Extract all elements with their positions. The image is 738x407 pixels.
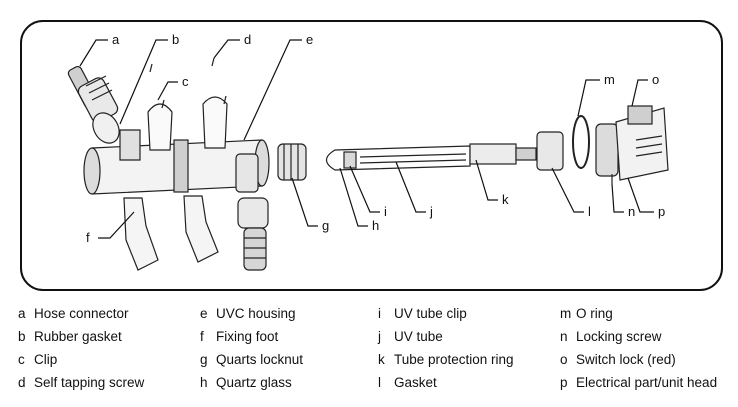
callout-k: k bbox=[502, 192, 509, 207]
clips bbox=[147, 96, 228, 151]
legend-text: UV tube clip bbox=[394, 306, 467, 321]
legend-column-1: a Hose connector b Rubber gasket c Clip d Se… bbox=[18, 302, 144, 394]
callout-a: a bbox=[112, 32, 120, 47]
legend-text: Fixing foot bbox=[216, 329, 279, 344]
legend-item: f Fixing foot bbox=[200, 325, 303, 348]
legend-item: p Electrical part/unit head bbox=[560, 371, 717, 394]
legend-key: a bbox=[18, 306, 26, 321]
legend-key: d bbox=[18, 375, 26, 390]
callout-n: n bbox=[628, 204, 635, 219]
legend-item: a Hose connector bbox=[18, 302, 144, 325]
legend-text: Clip bbox=[34, 352, 58, 367]
rubber-gasket bbox=[92, 112, 120, 144]
legend-item: d Self tapping screw bbox=[18, 371, 144, 394]
legend-item: i UV tube clip bbox=[378, 302, 514, 325]
quartz-locknut bbox=[277, 143, 307, 181]
gasket bbox=[536, 131, 564, 171]
legend-item: j UV tube bbox=[378, 325, 514, 348]
legend-text: Electrical part/unit head bbox=[576, 375, 718, 390]
tube-protection-ring bbox=[469, 143, 537, 165]
legend-text: Quartz glass bbox=[216, 375, 292, 390]
legend-text: Rubber gasket bbox=[34, 329, 122, 344]
legend-text: Tube protection ring bbox=[394, 352, 514, 367]
callout-e: e bbox=[306, 32, 313, 47]
legend-item: g Quarts locknut bbox=[200, 348, 303, 371]
legend-column-3: i UV tube clip j UV tube k Tube protection … bbox=[378, 302, 514, 394]
legend-column-2: e UVC housing f Fixing foot g Quarts locknu… bbox=[200, 302, 303, 394]
legend-key: g bbox=[200, 352, 208, 367]
callout-g: g bbox=[322, 218, 329, 233]
callout-o: o bbox=[652, 72, 659, 87]
callout-j: j bbox=[429, 204, 433, 219]
legend-item: m O ring bbox=[560, 302, 717, 325]
uvc-housing bbox=[83, 129, 270, 195]
legend-key: i bbox=[378, 306, 381, 321]
legend-key: o bbox=[560, 352, 568, 367]
exploded-view-diagram: a b c d e f g h i j k l m o n p bbox=[20, 20, 723, 291]
legend-key: n bbox=[560, 329, 568, 344]
legend-key: b bbox=[18, 329, 26, 344]
legend-text: O ring bbox=[576, 306, 613, 321]
legend-item: h Quartz glass bbox=[200, 371, 303, 394]
callout-p: p bbox=[658, 204, 665, 219]
callout-c: c bbox=[182, 74, 189, 89]
legend-item: o Switch lock (red) bbox=[560, 348, 717, 371]
o-ring bbox=[572, 115, 590, 169]
legend-item: b Rubber gasket bbox=[18, 325, 144, 348]
legend-key: h bbox=[200, 375, 208, 390]
diagram-frame bbox=[20, 20, 723, 291]
quartz-glass-uv-tube bbox=[325, 145, 471, 171]
legend-text: Locking screw bbox=[576, 329, 662, 344]
hose-connector-left bbox=[67, 65, 119, 123]
hose-connector-bottom bbox=[237, 197, 269, 271]
legend-key: j bbox=[378, 329, 381, 344]
legend-item: l Gasket bbox=[378, 371, 514, 394]
leader-lines bbox=[79, 39, 654, 239]
legend-item: c Clip bbox=[18, 348, 144, 371]
callout-m: m bbox=[604, 72, 615, 87]
self-tapping-screws bbox=[149, 57, 227, 109]
legend-item: k Tube protection ring bbox=[378, 348, 514, 371]
legend-key: c bbox=[18, 352, 25, 367]
legend-key: l bbox=[378, 375, 381, 390]
legend-text: Hose connector bbox=[34, 306, 129, 321]
legend-item: e UVC housing bbox=[200, 302, 303, 325]
electrical-unit-head bbox=[595, 105, 669, 181]
fixing-feet bbox=[123, 195, 219, 271]
legend-key: f bbox=[200, 329, 204, 344]
legend-key: p bbox=[560, 375, 568, 390]
callout-h: h bbox=[372, 218, 379, 233]
legend-key: k bbox=[378, 352, 385, 367]
legend-text: UVC housing bbox=[216, 306, 296, 321]
legend-text: Switch lock (red) bbox=[576, 352, 676, 367]
legend-text: Gasket bbox=[394, 375, 437, 390]
parts-legend: a Hose connector b Rubber gasket c Clip d Se… bbox=[0, 302, 738, 402]
callout-l: l bbox=[588, 204, 591, 219]
legend-item: n Locking screw bbox=[560, 325, 717, 348]
legend-text: Self tapping screw bbox=[34, 375, 145, 390]
callout-i: i bbox=[384, 204, 387, 219]
callout-f: f bbox=[86, 230, 90, 245]
callout-b: b bbox=[172, 32, 179, 47]
legend-key: m bbox=[560, 306, 572, 321]
legend-text: UV tube bbox=[394, 329, 443, 344]
callout-d: d bbox=[244, 32, 251, 47]
legend-text: Quarts locknut bbox=[216, 352, 304, 367]
legend-key: e bbox=[200, 306, 208, 321]
legend-column-4: m O ring n Locking screw o Switch lock (red… bbox=[560, 302, 717, 394]
